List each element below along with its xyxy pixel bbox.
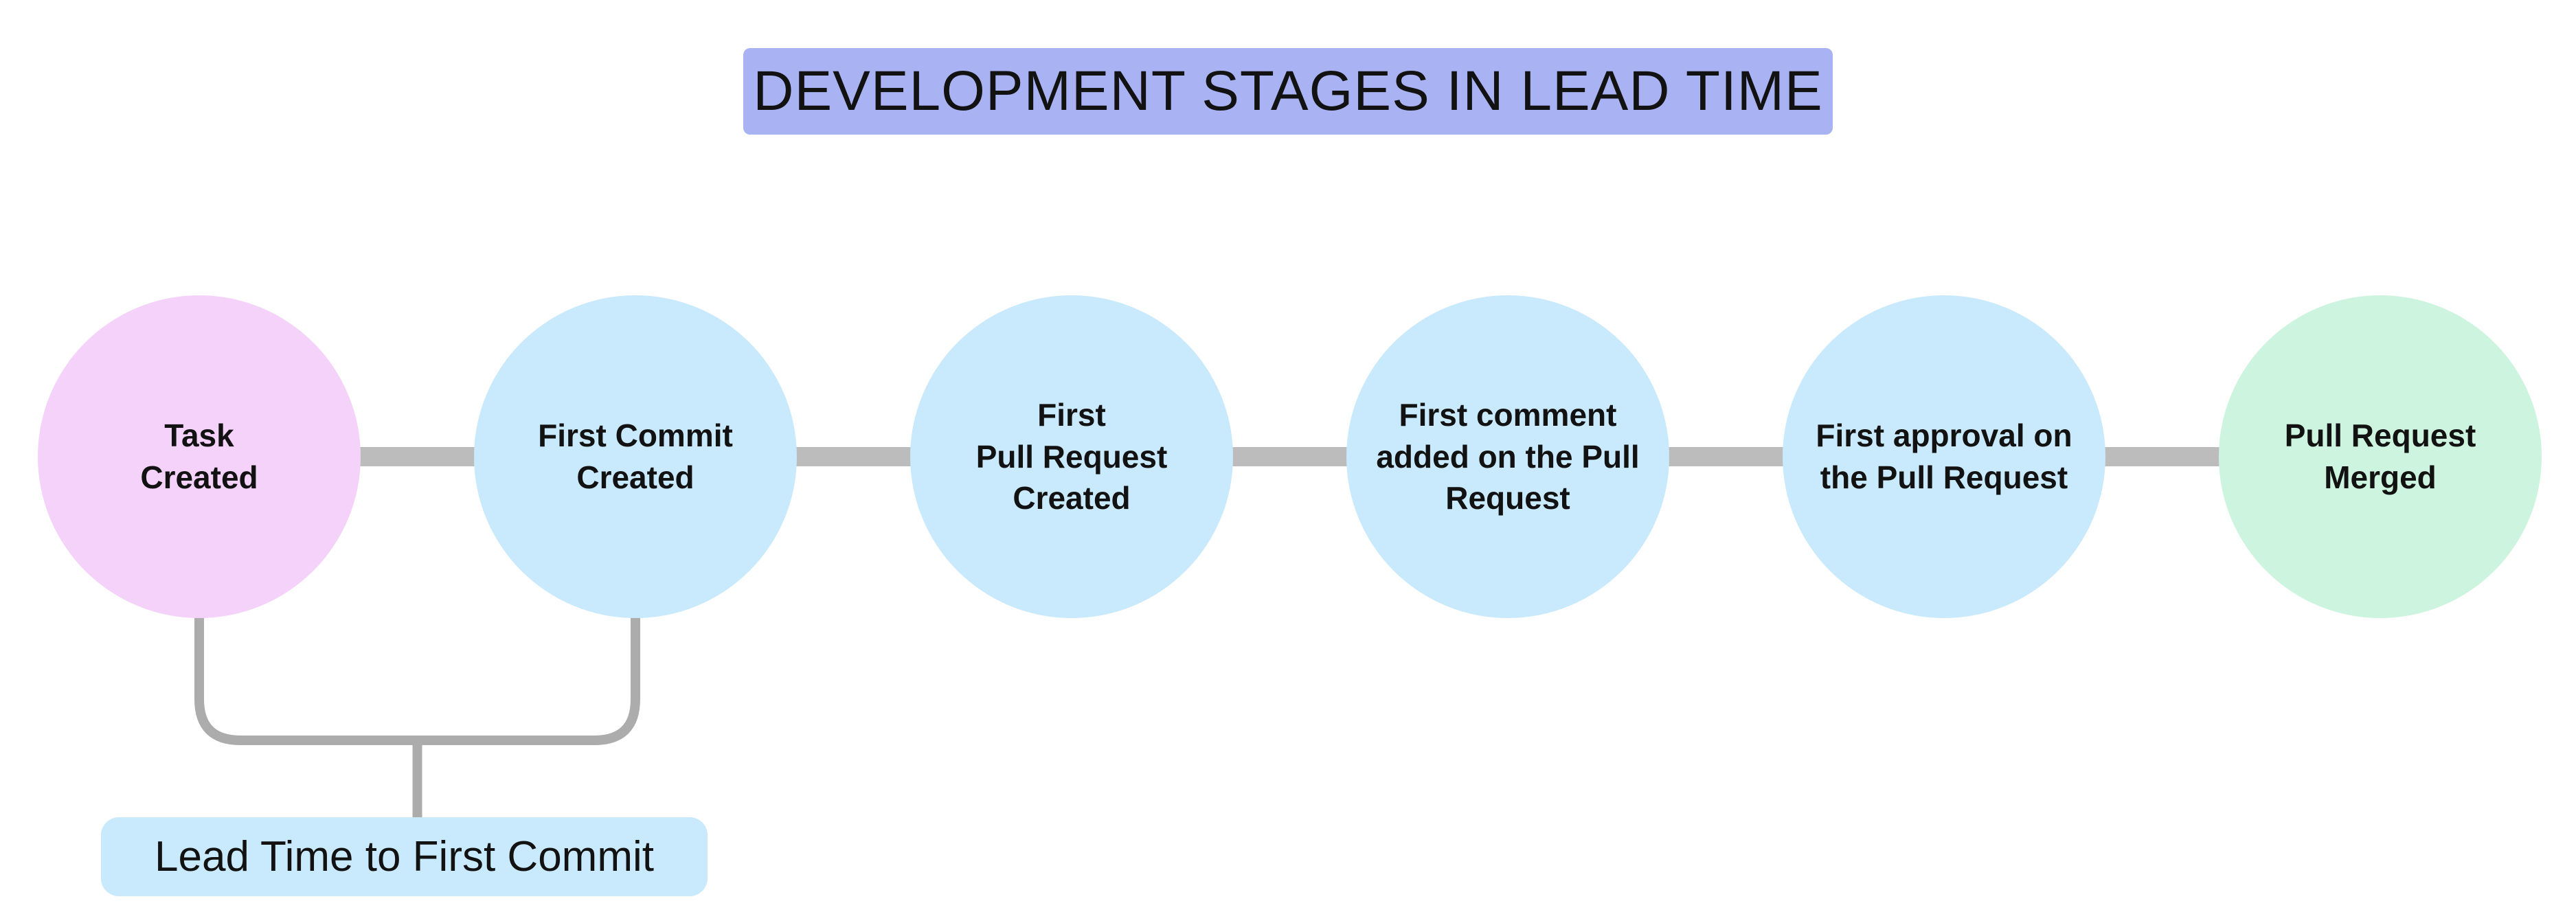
stage-first-comment-on-pr: First comment added on the Pull Request — [1346, 295, 1669, 618]
stage-first-pr-created: First Pull Request Created — [910, 295, 1233, 618]
stage-first-approval-on-pr: First approval on the Pull Request — [1783, 295, 2105, 618]
stage-pr-merged: Pull Request Merged — [2219, 295, 2542, 618]
stage-first-commit-created: First Commit Created — [474, 295, 797, 618]
stages-row: Task Created First Commit Created First … — [38, 295, 2542, 618]
stage-task-created: Task Created — [38, 295, 361, 618]
lead-time-to-first-commit-label: Lead Time to First Commit — [101, 817, 708, 896]
diagram-title: DEVELOPMENT STAGES IN LEAD TIME — [743, 48, 1833, 135]
bracket-path — [194, 608, 640, 821]
